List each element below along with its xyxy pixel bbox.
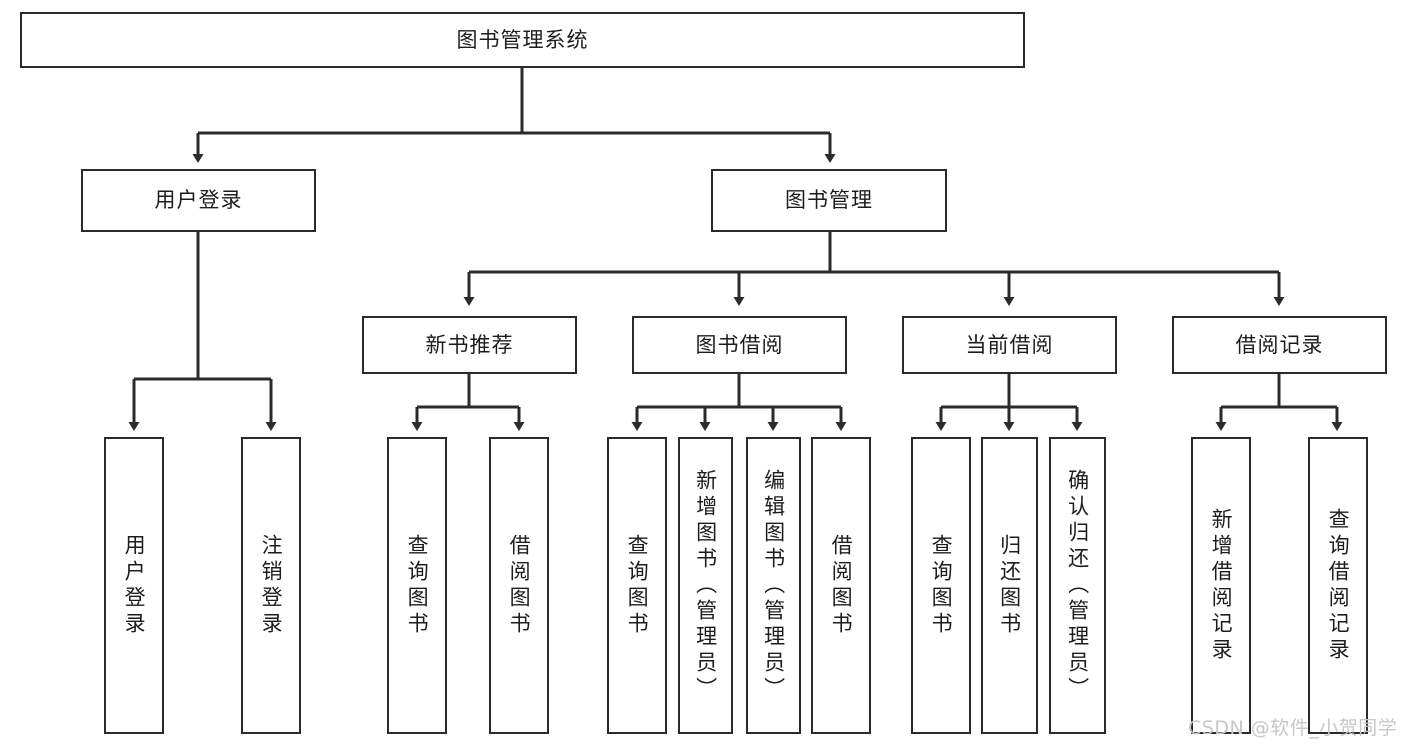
node-leaf-query-book-2[interactable]: 查询图书 — [607, 437, 667, 734]
node-leaf-query-book-3-label: 查询图书 — [929, 533, 954, 638]
node-leaf-add-book-label: 新增图书（管理员） — [693, 468, 718, 703]
node-leaf-confirm-return[interactable]: 确认归还（管理员） — [1049, 437, 1106, 734]
node-current-borrow-label: 当前借阅 — [965, 332, 1054, 357]
node-user-login[interactable]: 用户登录 — [81, 169, 316, 232]
node-leaf-user-login[interactable]: 用户登录 — [104, 437, 164, 734]
node-leaf-query-book-2-label: 查询图书 — [625, 533, 650, 638]
node-leaf-return-book[interactable]: 归还图书 — [981, 437, 1038, 734]
node-leaf-query-book-1-label: 查询图书 — [405, 533, 430, 638]
node-borrow-record[interactable]: 借阅记录 — [1172, 316, 1387, 374]
node-book-management-label: 图书管理 — [785, 188, 873, 213]
node-root[interactable]: 图书管理系统 — [20, 12, 1025, 68]
node-root-label: 图书管理系统 — [456, 27, 589, 52]
node-leaf-confirm-return-label: 确认归还（管理员） — [1065, 468, 1090, 703]
node-leaf-add-borrow-record[interactable]: 新增借阅记录 — [1191, 437, 1251, 734]
node-leaf-query-borrow-record[interactable]: 查询借阅记录 — [1308, 437, 1368, 734]
node-leaf-borrow-book-2-label: 借阅图书 — [829, 533, 854, 638]
node-leaf-logout-login-label: 注销登录 — [259, 533, 284, 638]
node-leaf-add-borrow-record-label: 新增借阅记录 — [1209, 507, 1234, 664]
node-leaf-query-book-3[interactable]: 查询图书 — [911, 437, 971, 734]
node-leaf-borrow-book-1-label: 借阅图书 — [507, 533, 532, 638]
node-leaf-query-borrow-record-label: 查询借阅记录 — [1326, 507, 1351, 664]
node-book-borrow-label: 图书借阅 — [695, 332, 784, 357]
node-leaf-logout-login[interactable]: 注销登录 — [241, 437, 301, 734]
node-leaf-edit-book[interactable]: 编辑图书（管理员） — [746, 437, 801, 734]
node-leaf-add-book[interactable]: 新增图书（管理员） — [678, 437, 733, 734]
node-book-management[interactable]: 图书管理 — [711, 169, 947, 232]
node-current-borrow[interactable]: 当前借阅 — [902, 316, 1117, 374]
node-user-login-label: 用户登录 — [154, 188, 243, 213]
node-new-book-recommend[interactable]: 新书推荐 — [362, 316, 577, 374]
node-leaf-edit-book-label: 编辑图书（管理员） — [761, 468, 786, 703]
node-leaf-borrow-book-1[interactable]: 借阅图书 — [489, 437, 549, 734]
node-leaf-borrow-book-2[interactable]: 借阅图书 — [811, 437, 871, 734]
node-leaf-return-book-label: 归还图书 — [997, 533, 1022, 638]
node-leaf-query-book-1[interactable]: 查询图书 — [387, 437, 447, 734]
node-borrow-record-label: 借阅记录 — [1235, 332, 1324, 357]
node-new-book-recommend-label: 新书推荐 — [425, 332, 514, 357]
node-book-borrow[interactable]: 图书借阅 — [632, 316, 847, 374]
node-leaf-user-login-label: 用户登录 — [122, 533, 147, 638]
